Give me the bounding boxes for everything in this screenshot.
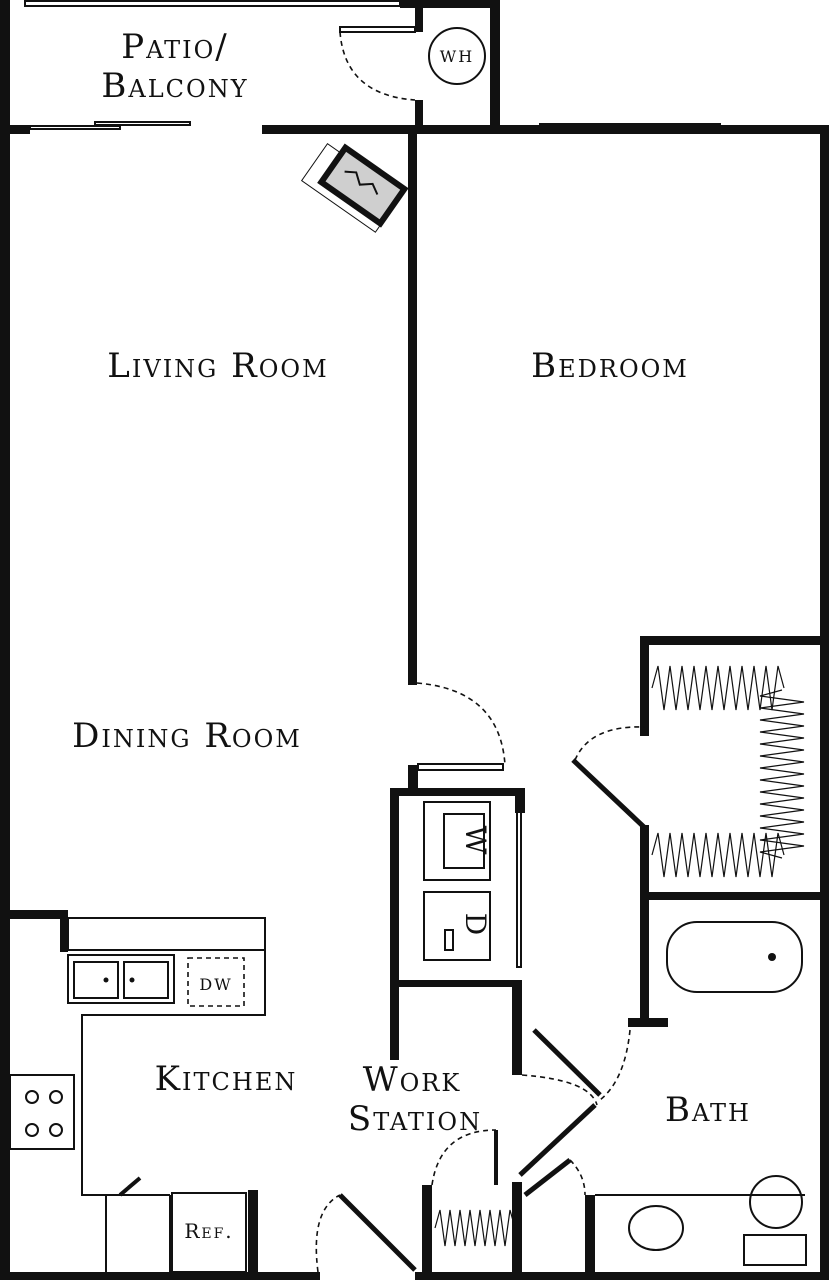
dishwasher-label: DW [199, 975, 232, 994]
kitchen-counter: DW Ref. [9, 917, 266, 1273]
living-room-label: Living Room [107, 346, 328, 386]
water-heater: WH [428, 27, 486, 85]
work-label: Work [363, 1060, 462, 1100]
fireplace [300, 143, 409, 233]
dryer-label: D [459, 913, 492, 937]
bedroom-label: Bedroom [531, 346, 689, 386]
dryer: D [423, 891, 492, 961]
washer-label: W [459, 826, 492, 857]
washer: W [423, 801, 492, 881]
patio-label: Patio/ [121, 27, 229, 67]
bath-fixtures [595, 921, 807, 1266]
bath-label: Bath [665, 1090, 751, 1130]
doors [118, 31, 647, 1273]
closet-rods [434, 665, 805, 1247]
dining-room-label: Dining Room [72, 716, 302, 756]
kitchen-label: Kitchen [155, 1059, 298, 1099]
room-labels: Patio/ Balcony Living Room Bedroom Dinin… [72, 27, 751, 1139]
station-label: Station [348, 1099, 482, 1139]
refrigerator-label: Ref. [184, 1219, 233, 1243]
water-heater-label: WH [440, 47, 474, 66]
balcony-label: Balcony [101, 66, 248, 106]
